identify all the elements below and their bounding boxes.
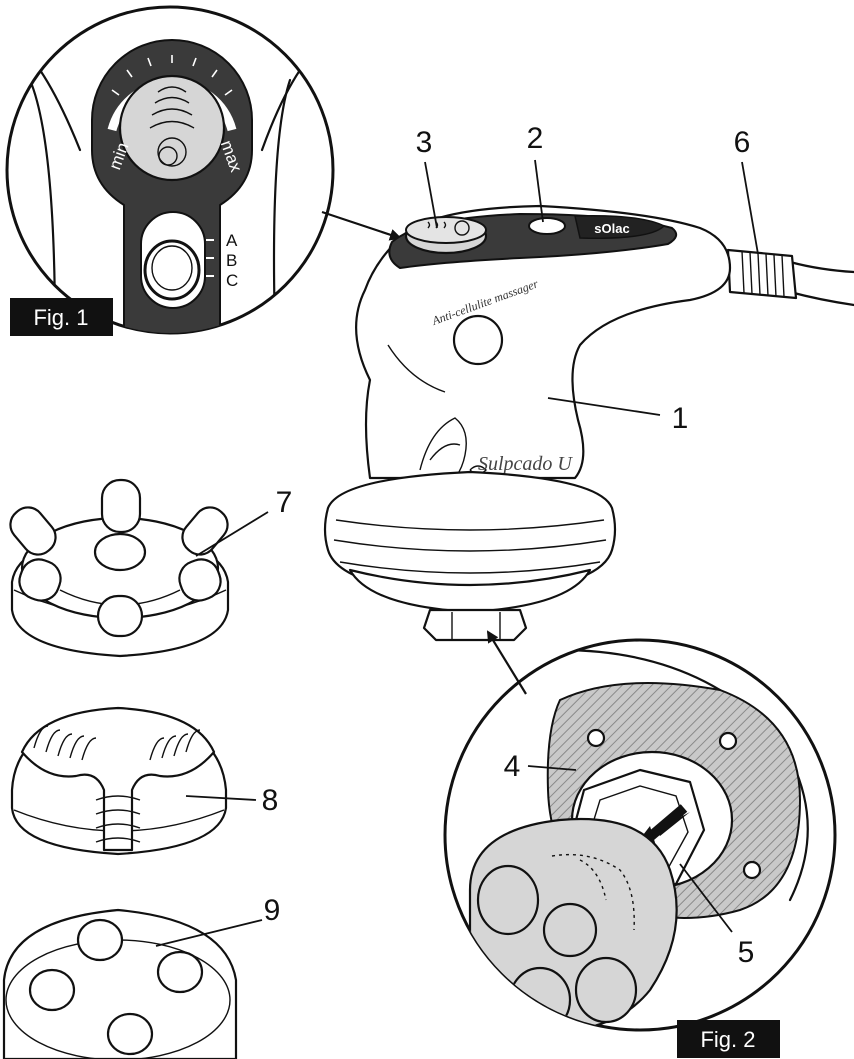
brand-logo: sOlac	[594, 221, 629, 236]
attachment-7	[9, 478, 230, 658]
fig2-detail: Fig. 2	[443, 638, 837, 1058]
position-a-label: A	[226, 231, 238, 250]
position-c-label: C	[226, 271, 238, 290]
fig1-detail: min max A B C Fig. 1	[5, 5, 335, 336]
callout-9: 9	[264, 894, 281, 927]
fig1-arrow	[321, 210, 402, 241]
callout-4: 4	[504, 750, 521, 783]
callout-8: 8	[262, 784, 279, 817]
callout-3: 3	[416, 126, 433, 159]
fig1-badge	[10, 298, 113, 336]
fig2-badge	[677, 1020, 780, 1058]
callout-1: 1	[672, 402, 689, 435]
callout-2: 2	[527, 122, 544, 155]
callout-5: 5	[738, 936, 755, 969]
callout-6: 6	[734, 126, 751, 159]
leader-lines	[155, 159, 759, 947]
fig1-label: Fig. 1	[33, 305, 88, 330]
fig2-arrow	[486, 630, 527, 695]
callout-7: 7	[276, 486, 293, 519]
fig2-label: Fig. 2	[700, 1027, 755, 1052]
position-b-label: B	[226, 251, 237, 270]
massager-body: sOlac Anti-cellulite massager Sulpcado U	[323, 204, 854, 642]
attachment-8	[10, 706, 228, 856]
logo-script: Sulpcado U	[478, 453, 573, 475]
attachment-9	[2, 908, 238, 1059]
